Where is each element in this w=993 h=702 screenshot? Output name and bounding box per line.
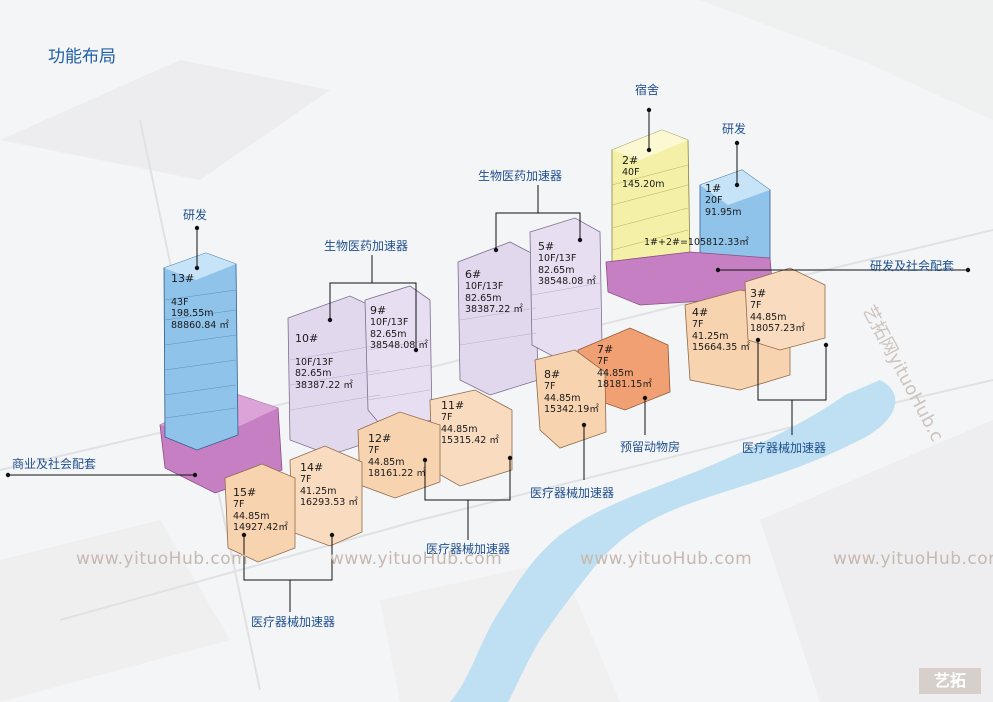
block-11-12 — [357, 389, 513, 499]
watermark-2: www.yituoHub.com — [330, 549, 503, 569]
callout-animal-house: 预留动物房 — [620, 440, 681, 454]
callout-research-top: 研发 — [722, 122, 747, 136]
tower-1 — [699, 169, 771, 273]
callout-dorm: 宿舍 — [635, 83, 660, 97]
callout-bio-right: 生物医药加速器 — [478, 169, 563, 183]
callout-bio-mid: 生物医药加速器 — [324, 239, 409, 253]
leader-dots — [5, 107, 971, 538]
block-10-9 — [287, 285, 433, 456]
watermark-logo: 艺拓 — [919, 668, 981, 694]
callout-research-left: 研发 — [183, 208, 208, 222]
block-8 — [534, 349, 607, 449]
callout-med-center: 医疗器械加速器 — [530, 486, 615, 500]
callout-med-right: 医疗器械加速器 — [742, 441, 827, 455]
callout-commercial-social: 商业及社会配套 — [12, 457, 97, 471]
callout-med-mid: 医疗器械加速器 — [426, 542, 511, 556]
callout-med-bottom: 医疗器械加速器 — [251, 615, 336, 629]
callout-research-social: 研发及社会配套 — [870, 259, 955, 273]
watermark-1: www.yituoHub.com — [76, 549, 249, 569]
river — [450, 380, 896, 702]
info-1-2-total: 1#+2#=105812.33㎡ — [644, 237, 749, 248]
tower-13 — [163, 252, 239, 451]
block-14-15 — [224, 445, 363, 563]
watermark-4: www.yituoHub.com — [833, 549, 993, 569]
block-3-4 — [684, 267, 826, 391]
watermark-3: www.yituoHub.com — [580, 549, 753, 569]
leader-lines — [8, 110, 968, 612]
page-title: 功能布局 — [48, 47, 116, 67]
